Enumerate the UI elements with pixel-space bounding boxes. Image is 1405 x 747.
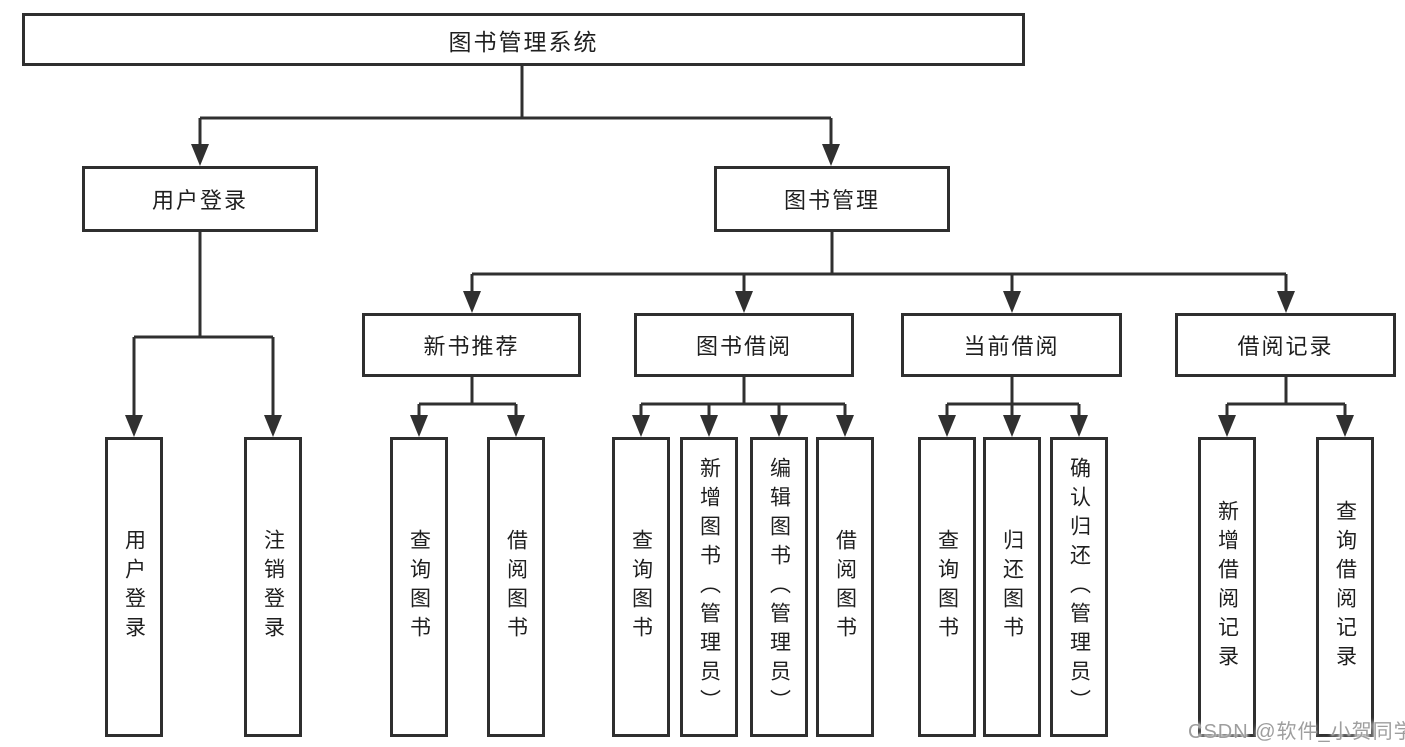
node-root: 图书管理系统 <box>22 13 1025 66</box>
node-bb-query-book-label: 查询图书 <box>629 529 653 645</box>
node-bb-add-book: 新增图书（管理员） <box>680 437 738 737</box>
csdn-watermark: CSDN @软件_小贺同学 <box>1188 721 1405 743</box>
node-root-label: 图书管理系统 <box>448 28 599 55</box>
node-current-borrow-label: 当前借阅 <box>963 334 1060 359</box>
node-leaf-user-login-label: 用户登录 <box>122 529 146 645</box>
node-bb-add-book-label: 新增图书（管理员） <box>697 456 721 718</box>
arrowheads <box>125 144 1354 437</box>
node-cb-confirm-return: 确认归还（管理员） <box>1050 437 1108 737</box>
node-book-borrow: 图书借阅 <box>634 313 854 377</box>
node-book-management-label: 图书管理 <box>783 188 880 213</box>
node-cb-confirm-return-label: 确认归还（管理员） <box>1067 456 1091 718</box>
node-bb-edit-book-label: 编辑图书（管理员） <box>767 456 791 718</box>
node-bb-borrow-book-label: 借阅图书 <box>833 529 857 645</box>
node-new-book-recommend: 新书推荐 <box>362 313 581 377</box>
node-borrow-records-label: 借阅记录 <box>1237 334 1334 359</box>
node-cb-return-book-label: 归还图书 <box>1000 529 1024 645</box>
node-rec-borrow-book-label: 借阅图书 <box>504 529 528 645</box>
node-book-borrow-label: 图书借阅 <box>695 334 792 359</box>
node-bb-query-book: 查询图书 <box>612 437 670 737</box>
node-new-book-recommend-label: 新书推荐 <box>423 334 520 359</box>
node-borrow-records: 借阅记录 <box>1175 313 1396 377</box>
node-br-add-record: 新增借阅记录 <box>1198 437 1256 737</box>
node-book-management: 图书管理 <box>714 166 950 232</box>
node-user-login: 用户登录 <box>82 166 318 232</box>
node-bb-edit-book: 编辑图书（管理员） <box>750 437 808 737</box>
node-rec-query-book-label: 查询图书 <box>407 529 431 645</box>
node-br-query-record-label: 查询借阅记录 <box>1333 500 1357 674</box>
node-rec-query-book: 查询图书 <box>390 437 448 737</box>
node-cb-query-book-label: 查询图书 <box>935 529 959 645</box>
node-current-borrow: 当前借阅 <box>901 313 1122 377</box>
node-bb-borrow-book: 借阅图书 <box>816 437 874 737</box>
node-br-query-record: 查询借阅记录 <box>1316 437 1374 737</box>
node-rec-borrow-book: 借阅图书 <box>487 437 545 737</box>
node-cb-query-book: 查询图书 <box>918 437 976 737</box>
node-leaf-logout: 注销登录 <box>244 437 302 737</box>
node-br-add-record-label: 新增借阅记录 <box>1215 500 1239 674</box>
node-leaf-user-login: 用户登录 <box>105 437 163 737</box>
node-user-login-label: 用户登录 <box>151 188 248 213</box>
node-leaf-logout-label: 注销登录 <box>261 529 285 645</box>
node-cb-return-book: 归还图书 <box>983 437 1041 737</box>
